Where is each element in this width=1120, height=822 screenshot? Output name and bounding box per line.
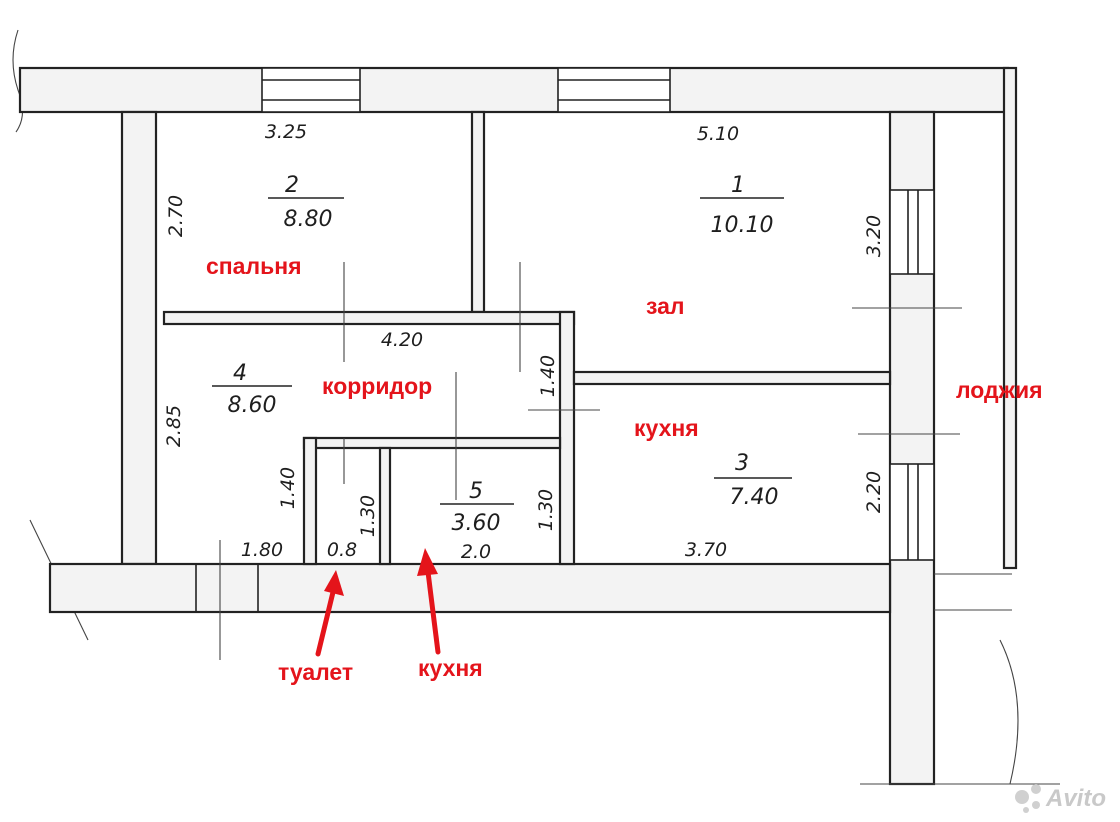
- room-1-number: 1: [731, 173, 745, 198]
- wall-corridor-right: [558, 310, 576, 566]
- room-4-number: 4: [233, 361, 247, 386]
- wall-kitchen-top: [572, 370, 892, 386]
- room-2-marker: 2 8.80: [268, 173, 344, 232]
- wall-top: [18, 66, 1010, 114]
- wall-wc-top: [302, 436, 562, 450]
- arrow-toilet: [315, 570, 344, 657]
- dim-room5-height: 1.30: [535, 489, 557, 531]
- dim-corridor-width: 4.20: [381, 329, 423, 351]
- dim-toilet-height: 1.40: [277, 467, 299, 509]
- dim-corridor-small: 1.40: [537, 355, 559, 397]
- wall-partition-2-1: [470, 110, 486, 314]
- window-right-top: [889, 189, 935, 275]
- label-toilet: туалет: [278, 659, 353, 685]
- room-5-area: 3.60: [452, 511, 501, 536]
- label-bedroom: спальня: [206, 253, 302, 279]
- arrow-kitchen: [417, 548, 441, 655]
- room-3-area: 7.40: [730, 485, 779, 510]
- window-top-left: [261, 67, 361, 113]
- label-kitchen-arrow: кухня: [418, 655, 483, 681]
- window-right-bottom: [889, 463, 935, 561]
- dim-bottom-b: 2.0: [461, 541, 491, 563]
- label-hall: зал: [646, 293, 685, 319]
- wall-left: [120, 110, 158, 566]
- dim-room4-height: 2.85: [163, 405, 185, 447]
- dim-room2-width: 3.25: [265, 121, 307, 143]
- room-3-number: 3: [735, 451, 749, 476]
- room-5-marker: 5 3.60: [440, 479, 514, 536]
- dim-room1-height: 3.20: [863, 215, 885, 257]
- room-4-marker: 4 8.60: [212, 361, 292, 418]
- dim-bottom-kitchen: 3.70: [685, 539, 727, 561]
- dim-kitchen-height: 2.20: [863, 471, 885, 513]
- avito-watermark: Avito: [1015, 784, 1106, 813]
- room-3-marker: 3 7.40: [714, 451, 792, 510]
- dim-room1-width: 5.10: [697, 123, 739, 145]
- room-4-area: 8.60: [228, 393, 277, 418]
- label-kitchen: кухня: [634, 415, 699, 441]
- wall-bottom: [48, 562, 892, 614]
- dim-bottom-toilet: 0.8: [327, 539, 357, 561]
- room-1-marker: 1 10.10: [700, 173, 784, 238]
- dim-bath-height: 1.30: [357, 495, 379, 537]
- wall-wc-left: [302, 436, 318, 566]
- wall-right-outer: [1002, 66, 1018, 570]
- room-2-number: 2: [285, 173, 299, 198]
- break-mark-top-left: [12, 29, 24, 133]
- window-top-right: [557, 67, 671, 113]
- room-1-area: 10.10: [711, 213, 774, 238]
- wall-corridor-top: [162, 310, 576, 326]
- dim-bottom-a: 1.80: [241, 539, 283, 561]
- room-2-area: 8.80: [284, 207, 333, 232]
- room-5-number: 5: [469, 479, 483, 504]
- label-corridor: корридор: [322, 373, 432, 399]
- dim-room2-height: 2.70: [165, 195, 187, 237]
- wall-wc-middle: [378, 446, 392, 566]
- watermark-text: Avito: [1045, 785, 1106, 812]
- label-loggia: лоджия: [956, 377, 1043, 403]
